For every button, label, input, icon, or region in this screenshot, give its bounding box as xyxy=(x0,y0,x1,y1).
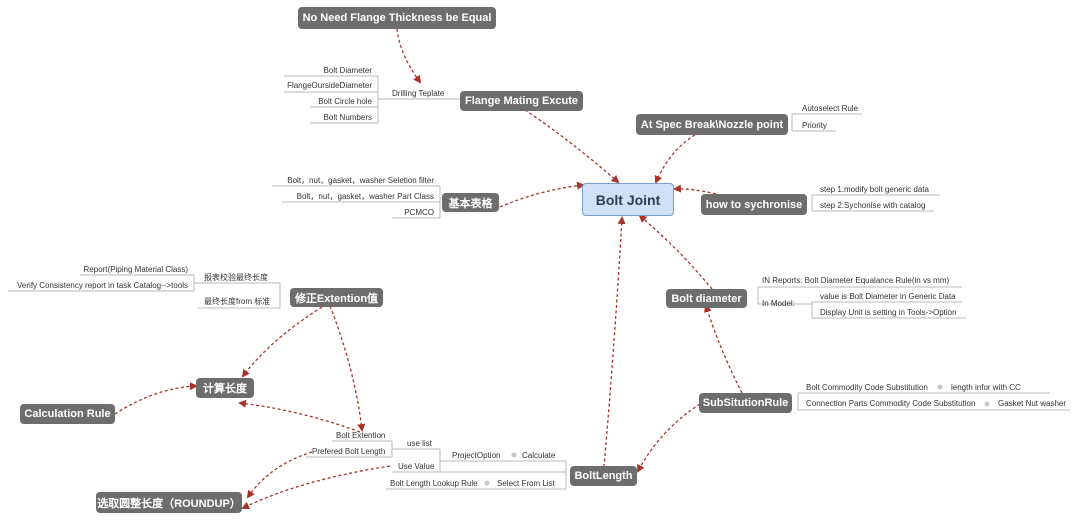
spec-break-leaf-lines xyxy=(791,113,862,132)
node-bolt-joint-center[interactable]: Bolt Joint xyxy=(582,183,674,216)
node-bolt-diameter[interactable]: Bolt diameter xyxy=(666,289,747,308)
node-spec-break-nozzle[interactable]: At Spec Break\Nozzle point xyxy=(636,114,788,135)
leaf-drilling-template: Drilling Teplate xyxy=(392,89,445,98)
leaf-use-value: Use Value xyxy=(398,462,435,471)
substitution-leaf-lines xyxy=(797,384,1070,411)
leaf-autoselect-rule: Autoselect Rule xyxy=(802,104,859,113)
leaf-bolt-numbers: Bolt Numbers xyxy=(323,113,372,122)
leaf-flange-outside-diameter: FlangeOursideDiameter xyxy=(287,81,372,90)
leaf-select-from-list: Select From List xyxy=(497,479,555,488)
leaf-bolt-extention: Bolt Extention xyxy=(336,431,386,440)
leaf-bolt-diameter: Bolt Diameter xyxy=(323,66,372,75)
node-calculation-rule[interactable]: Calculation Rule xyxy=(20,404,115,424)
node-how-to-sychronise[interactable]: how to sychronise xyxy=(701,194,807,215)
basic-table-leaf-lines xyxy=(272,185,441,219)
leaf-model-display-unit: Display Unit is setting in Tools->Option xyxy=(820,308,957,317)
leaf-step-1: step 1:modify bolt generic data xyxy=(820,185,929,194)
leaf-length-infor-cc: length infor with CC xyxy=(951,383,1021,392)
leaf-pcmco: PCMCO xyxy=(404,208,434,217)
leaf-selection-filter: Bolt，nut，gasket，washer Seletion filter xyxy=(287,176,434,185)
modify-extension-leaf-lines xyxy=(8,274,281,309)
leaf-in-model: In Model: xyxy=(762,299,795,308)
bolt-length-leaf-lines xyxy=(306,440,567,490)
node-no-need-flange-thickness[interactable]: No Need Flange Thickness be Equal xyxy=(298,7,496,29)
flange-mating-leaf-lines xyxy=(284,75,460,124)
bolt-diameter-leaf-lines xyxy=(757,286,966,319)
leaf-in-reports: IN Reports: Bolt Diameter Equalance Rule… xyxy=(762,276,950,285)
leaf-bolt-circle-hole: Bolt Circle hole xyxy=(318,97,372,106)
connectors xyxy=(114,28,743,509)
leaf-verify-consistency: Verify Consistency report in task Catalo… xyxy=(17,281,188,290)
node-calc-length[interactable]: 计算长度 xyxy=(196,378,254,398)
leaf-step-2: step 2:Sychonise with catalog xyxy=(820,201,926,210)
leaf-model-value: value is Bolt Diameter in Generic Data xyxy=(820,292,956,301)
leaf-prefered-bolt-length: Prefered Bolt Length xyxy=(312,447,386,456)
node-flange-mating-excute[interactable]: Flange Mating Excute xyxy=(460,91,583,111)
node-bolt-length[interactable]: BoltLength xyxy=(570,466,637,486)
node-roundup[interactable]: 选取圆整长度（ROUNDUP） xyxy=(96,492,242,513)
node-modify-extension[interactable]: 修正Extention值 xyxy=(290,288,383,307)
node-substitution-rule[interactable]: SubSitutionRule xyxy=(699,393,792,413)
sync-leaf-lines xyxy=(811,194,940,212)
leaf-bolt-length-lookup-rule: Bolt Length Lookup Rule xyxy=(390,479,478,488)
leaf-bolt-commodity-code: Bolt Commodity Code Substitution xyxy=(806,383,928,392)
node-basic-table[interactable]: 基本表格 xyxy=(442,193,499,212)
leaf-report-check-final-length: 报表校验最终长度 xyxy=(204,273,268,282)
leaf-part-class: Bolt，nut，gasket，washer Part Class xyxy=(296,192,434,201)
leaf-final-length-from-standard: 最终长度from 标准 xyxy=(204,297,271,306)
leaf-report-piping-material: Report(Piping Material Class) xyxy=(83,265,188,274)
leaf-use-list: use list xyxy=(407,439,432,448)
leaf-priority: Priority xyxy=(802,121,827,130)
leaf-project-option: ProjectOption xyxy=(452,451,501,460)
leaf-calculate: Calculate xyxy=(522,451,556,460)
leaf-gasket-nut-washer: Gasket Nut washer xyxy=(998,399,1067,408)
leaf-connection-parts-code: Connection Parts Commodity Code Substitu… xyxy=(806,399,976,408)
